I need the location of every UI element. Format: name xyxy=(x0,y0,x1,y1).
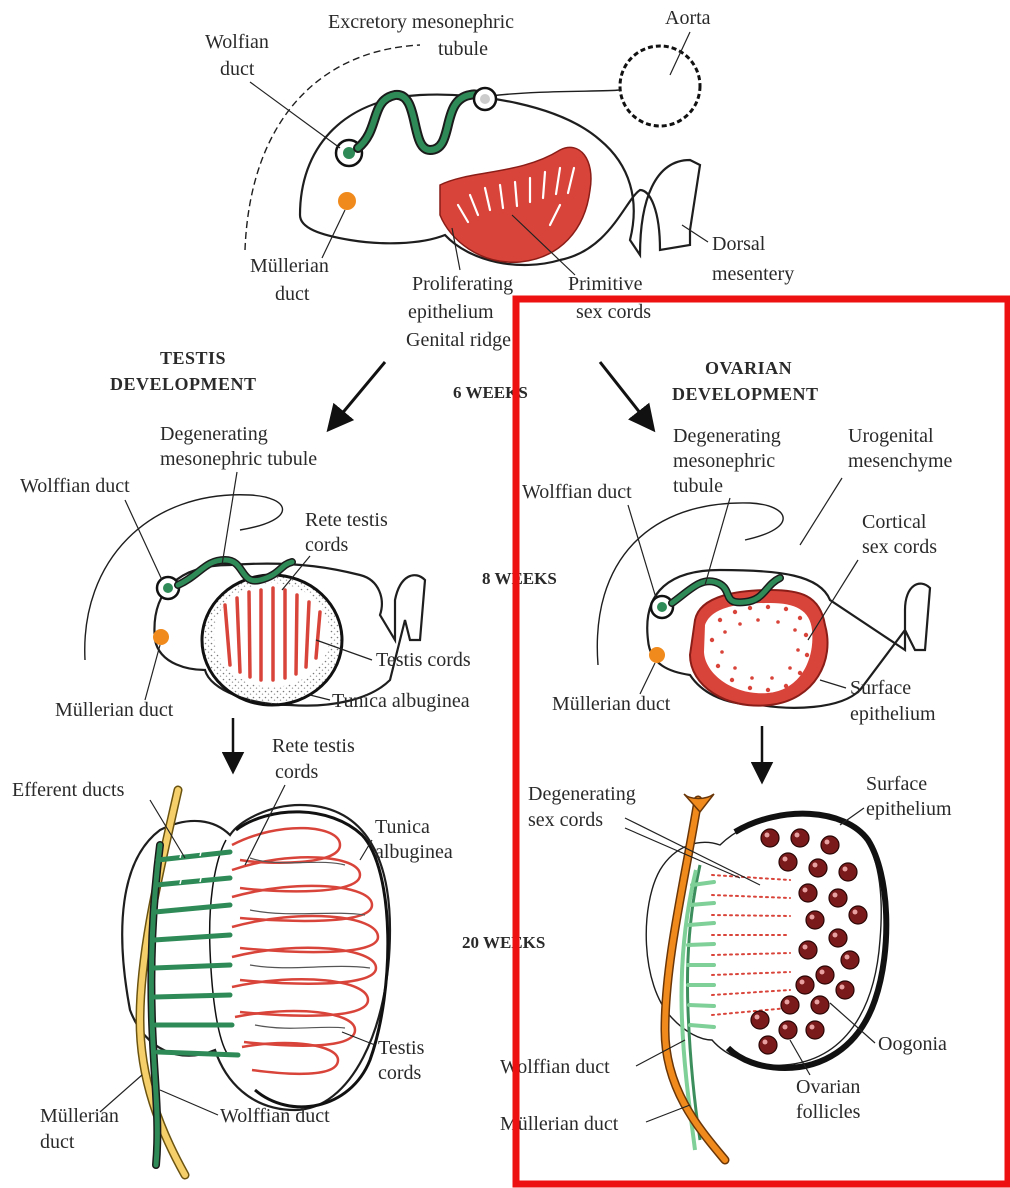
ovary20-label-ovarian: Ovarian xyxy=(796,1076,860,1098)
testis-label-testis-cords: Testis cords xyxy=(376,649,471,671)
testis-label-tunica: Tunica albuginea xyxy=(332,690,470,712)
testis-8-weeks: Degenerating mesonephric tubule Wolffian… xyxy=(20,423,471,721)
testis20-label-rete-cords: cords xyxy=(275,761,319,783)
testis-label-degenerating: Degenerating xyxy=(160,423,268,445)
label-genital-ridge: Genital ridge xyxy=(406,329,511,351)
testis20-label-testis: Testis xyxy=(378,1037,425,1059)
ovary-header-line2: DEVELOPMENT xyxy=(672,384,819,404)
testis-20-weeks: Efferent ducts Rete testis cords Tunica … xyxy=(12,735,453,1175)
ovary20-label-surface: Surface xyxy=(866,773,927,795)
ovary-label-tubule: tubule xyxy=(673,475,723,497)
label-excretory: Excretory mesonephric xyxy=(328,11,514,33)
testis-label-mesonephric-tubule: mesonephric tubule xyxy=(160,448,317,470)
ovary-label-mesenchyme: mesenchyme xyxy=(848,450,953,472)
label-epithelium: epithelium xyxy=(408,301,494,323)
ovary-label-cortical: Cortical xyxy=(862,511,927,533)
ovary-label-mesonephric: mesonephric xyxy=(673,450,775,472)
ovary-header-line1: OVARIAN xyxy=(705,358,792,378)
mullerian-duct-dot xyxy=(338,192,356,210)
label-mesentery: mesentery xyxy=(712,263,794,285)
body-wall-outline xyxy=(245,45,420,250)
testis-label-mullerian-duct: Müllerian duct xyxy=(55,699,174,721)
ovary20-label-oogonia: Oogonia xyxy=(878,1033,947,1055)
ovary20-label-follicles: follicles xyxy=(796,1101,861,1123)
label-proliferating: Proliferating xyxy=(412,273,513,295)
label-mullerian-duct: duct xyxy=(275,283,310,305)
ovary-label-epithelium: epithelium xyxy=(850,703,936,725)
label-sex-cords: sex cords xyxy=(576,301,651,323)
label-wolfian: Wolfian xyxy=(205,31,269,53)
ovary-label-wolffian-duct: Wolffian duct xyxy=(522,481,632,503)
testis20-label-mullerian-duct: duct xyxy=(40,1131,75,1153)
testis-label-wolffian-duct: Wolffian duct xyxy=(20,475,130,497)
label-excretory-tubule: tubule xyxy=(438,38,488,60)
testis20-label-tunica: Tunica xyxy=(375,816,430,838)
ovary20-label-sex-cords: sex cords xyxy=(528,809,603,831)
testis20-label-rete: Rete testis xyxy=(272,735,355,757)
ovary20-label-epithelium: epithelium xyxy=(866,798,952,820)
testis20-label-wolffian: Wolffian duct xyxy=(220,1105,330,1127)
testis-label-rete: Rete testis xyxy=(305,509,388,531)
label-dorsal: Dorsal xyxy=(712,233,766,255)
arrow-to-testis xyxy=(330,362,385,428)
ovary-label-urogenital: Urogenital xyxy=(848,425,934,447)
ovary-label-degenerating: Degenerating xyxy=(673,425,781,447)
ovary20-label-degenerating: Degenerating xyxy=(528,783,636,805)
testis-header-line2: DEVELOPMENT xyxy=(110,374,257,394)
testis-header-line1: TESTIS xyxy=(160,348,226,368)
aorta xyxy=(620,46,700,126)
ovary-20-weeks: Degenerating sex cords Surface epitheliu… xyxy=(500,773,952,1160)
ovary-label-surface: Surface xyxy=(850,677,911,699)
ovary-label-mullerian-duct: Müllerian duct xyxy=(552,693,671,715)
testis20-label-mullerian: Müllerian xyxy=(40,1105,119,1127)
stage-20-weeks: 20 WEEKS xyxy=(462,933,545,952)
primitive-sex-cords-red xyxy=(440,147,591,262)
label-aorta: Aorta xyxy=(665,7,711,29)
label-wolfian-duct: duct xyxy=(220,58,255,80)
ovary-8-weeks: Degenerating mesonephric tubule Urogenit… xyxy=(522,425,953,725)
testis20-label-albuginea: albuginea xyxy=(375,841,453,863)
ovary-label-sex-cords: sex cords xyxy=(862,536,937,558)
label-mullerian: Müllerian xyxy=(250,255,329,277)
testis-label-rete-cords: cords xyxy=(305,534,349,556)
arrow-to-ovary xyxy=(600,362,652,428)
testis20-label-testis-cords: cords xyxy=(378,1062,422,1084)
label-primitive: Primitive xyxy=(568,273,643,295)
testis20-label-efferent: Efferent ducts xyxy=(12,779,125,801)
